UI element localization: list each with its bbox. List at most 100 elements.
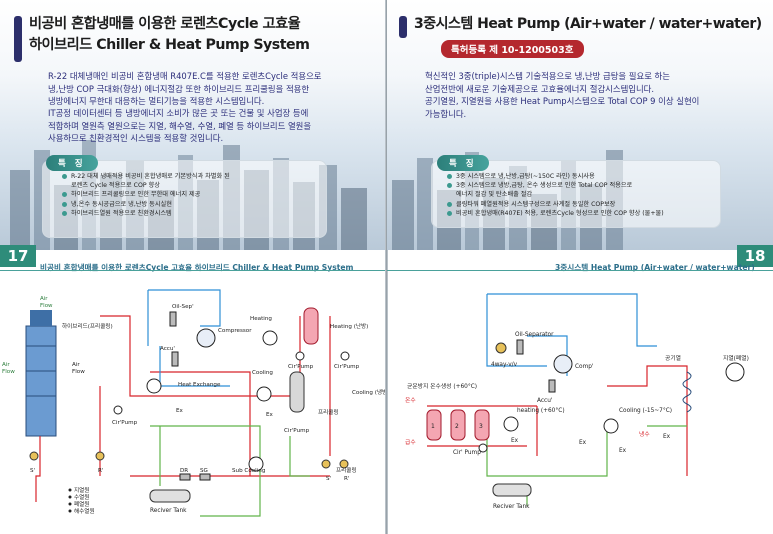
cir-pump-label-1: Cir'Pump xyxy=(288,364,314,370)
oil-separator-icon xyxy=(169,311,177,327)
right-title-text: 3중시스템 Heat Pump (Air+water / water+water… xyxy=(414,16,762,32)
accumulator-icon xyxy=(548,379,556,393)
compressor-icon xyxy=(196,328,216,348)
oil-separator-icon xyxy=(516,339,524,355)
heat-exchange-label: Heat Exchange xyxy=(178,382,221,388)
air-coil-icon xyxy=(682,371,692,413)
s-label-left: S' xyxy=(30,468,35,474)
air-heat-label: 공기열 xyxy=(665,354,681,362)
geothermal-label: 지열(폐열) xyxy=(723,354,749,362)
accu-label: Accu' xyxy=(537,398,553,404)
right-feature-tab: 특 징 xyxy=(437,155,489,171)
supply-water-label: 급수 xyxy=(405,439,416,446)
list-item: 비공비 혼합냉매(R407E) 적용, 로렌츠Cycle 형성으로 인한 COP… xyxy=(447,209,717,218)
sg-label: SG xyxy=(200,468,208,474)
ex-label-2: Ex xyxy=(176,408,184,414)
left-title-line1: 비공비 혼합냉매를 이용한 로렌츠Cycle 고효율 xyxy=(29,16,301,32)
storage-tanks: 1 2 3 xyxy=(426,409,490,441)
ex-label-1: Ex xyxy=(511,438,519,444)
right-intro-paragraph: 혁신적인 3중(triple)시스템 기술적용으로 냉,난방 급탕을 필요로 하… xyxy=(425,70,755,120)
right-system-diagram: Oil-Separator 4way-v/v Comp' Accu' 균운방지 … xyxy=(387,276,773,534)
text-line: R-22 대체냉매인 비공비 혼합냉매 R407E.C를 적용한 로렌츠Cycl… xyxy=(48,71,322,81)
hot-water-out-label: 온수 xyxy=(405,397,416,404)
list-item: R-22 대체 냉매적용 비공비 혼합냉매로 기본방식과 차별화 된 xyxy=(62,172,322,181)
cold-water-label: 냉수 xyxy=(639,430,650,438)
left-feature-tab: 특 징 xyxy=(46,155,98,171)
heat-exchanger-icon xyxy=(146,378,162,394)
cir-pump-label: Cir' Pump xyxy=(453,450,481,456)
cold-water-lines xyxy=(150,425,310,517)
right-caption: 3중시스템 Heat Pump (Air+water / water+water… xyxy=(555,263,755,272)
sight-glass-icon xyxy=(199,473,211,481)
s-label-right: S' xyxy=(326,476,331,482)
cir-pump-label-4: Cir'Pump xyxy=(112,420,138,426)
tank-number: 2 xyxy=(455,423,459,430)
sub-cooling-label: Sub Cooling xyxy=(232,468,266,474)
pump-icon xyxy=(478,443,488,453)
list-item: 하이브리드열원 적용으로 친환경시스템 xyxy=(62,209,322,218)
left-caption: 비공비 혼합냉매를 이용한 로렌츠Cycle 고효율 하이브리드 Chiller… xyxy=(40,263,354,272)
text-line: 사용하므로 친환경적인 시스템을 적용할 것입니다. xyxy=(48,133,224,144)
list-item: 하이브리드 프리쿨링으로 인한 무한대 에너지 제공 xyxy=(62,190,322,199)
oil-sep-label: Oil-Sep' xyxy=(172,304,194,310)
left-page: 비공비 혼합냉매를 이용한 로렌츠Cycle 고효율 하이브리드 Chiller… xyxy=(0,0,386,534)
pump-icon xyxy=(295,351,305,361)
text-line: 냉방에너지 무한대 대응하는 멀티기능을 적용한 시스템입니다. xyxy=(48,96,265,107)
receiver-tank-label: Reciver Tank xyxy=(493,504,530,510)
dr-label: DR xyxy=(180,468,188,474)
left-second-paragraph: IT공정 데이터센터 등 냉방에너지 소비가 많은 곳 또는 건물 및 사업장 … xyxy=(48,107,368,145)
page-number-17: 17 xyxy=(0,245,36,267)
four-way-valve-icon xyxy=(495,342,507,354)
text-line: IT공정 데이터센터 등 냉방에너지 소비가 많은 곳 또는 건물 및 사업장 … xyxy=(48,108,309,118)
text-line: 공기열원, 지열원을 사용한 Heat Pump시스템으로 Total COP … xyxy=(425,96,700,107)
left-caption-rule xyxy=(0,270,386,271)
oil-separator-label: Oil-Separator xyxy=(515,332,554,338)
text-line: 혁신적인 3중(triple)시스템 기술적용으로 냉,난방 급탕을 필요로 하… xyxy=(425,71,670,81)
right-title: 3중시스템 Heat Pump (Air+water / water+water… xyxy=(399,14,762,68)
page-number-18: 18 xyxy=(737,245,773,267)
heat-source-legend: 지열원 수열원 폐열원 해수열원 xyxy=(68,486,95,515)
valve-icon xyxy=(339,459,349,469)
cooling-label: Cooling xyxy=(252,370,273,376)
sub-cooling-exchanger-icon xyxy=(248,456,264,472)
legend-item: 지열원 xyxy=(74,486,89,494)
valve-icon xyxy=(95,451,105,461)
book-gutter xyxy=(385,0,388,534)
list-item: 3중 시스템으로 냉,난방,급탕(~150C 라인) 동시사용 xyxy=(447,172,717,181)
right-page: 3중시스템 Heat Pump (Air+water / water+water… xyxy=(387,0,773,534)
tank-number: 3 xyxy=(479,423,483,430)
text-line: 냉,난방 COP 극대화(향상) 에너지절감 또한 하이브리드 프리쿨링을 적용… xyxy=(48,83,310,94)
valve-icon xyxy=(29,451,39,461)
pump-icon xyxy=(113,405,123,415)
right-diagram-svg: Oil-Separator 4way-v/v Comp' Accu' 균운방지 … xyxy=(405,293,749,510)
compressor-label: Compressor xyxy=(218,328,252,334)
cooling-tower-icon xyxy=(25,310,57,437)
list-item: 3중 시스템으로 냉방,급탕, 온수 생성으로 인한 Total COP 적용으… xyxy=(447,181,717,190)
text-line: 산업전반에 새로운 기술제공으로 고효율에너지 절감시스템입니다. xyxy=(425,83,655,94)
list-item: 냉,온수 동시공급으로 냉,난방 동시실현 xyxy=(62,200,322,209)
receiver-tank-icon xyxy=(492,483,532,497)
cir-pump-label-3: Cir'Pump xyxy=(284,428,310,434)
text-line: 적합하며 열원측 열원으로는 지열, 해수열, 수열, 폐열 등 하이브리드 열… xyxy=(48,120,312,131)
cooling-label: Cooling (-15~7°C) xyxy=(619,408,672,414)
heating-label: Heating xyxy=(250,316,272,322)
left-title-line2: 하이브리드 Chiller & Heat Pump System xyxy=(29,37,310,53)
left-intro-paragraph: R-22 대체냉매인 비공비 혼합냉매 R407E.C를 적용한 로렌츠Cycl… xyxy=(48,70,368,108)
left-feature-list: R-22 대체 냉매적용 비공비 혼합냉매로 기본방식과 차별화 된 로렌츠 C… xyxy=(62,172,322,218)
comp-label: Comp' xyxy=(575,364,594,370)
ex-label-2: Ex xyxy=(579,440,587,446)
title-marker xyxy=(399,16,407,38)
dryer-icon xyxy=(179,473,191,481)
ex-label-4: Ex xyxy=(663,434,671,440)
accumulator-icon xyxy=(171,351,179,367)
geothermal-exchanger-icon xyxy=(725,362,745,382)
bacteria-prevention-label: 균운방지 온수생성 (+60°C) xyxy=(407,382,477,390)
freecooling-label: 프리쿨링 xyxy=(318,408,339,416)
list-item: 로렌츠 Cycle 적용으로 COP 향상 xyxy=(71,182,160,190)
cir-pump-label-2: Cir'Pump xyxy=(334,364,360,370)
right-feature-list: 3중 시스템으로 냉,난방,급탕(~150C 라인) 동시사용 3중 시스템으로… xyxy=(447,172,717,218)
